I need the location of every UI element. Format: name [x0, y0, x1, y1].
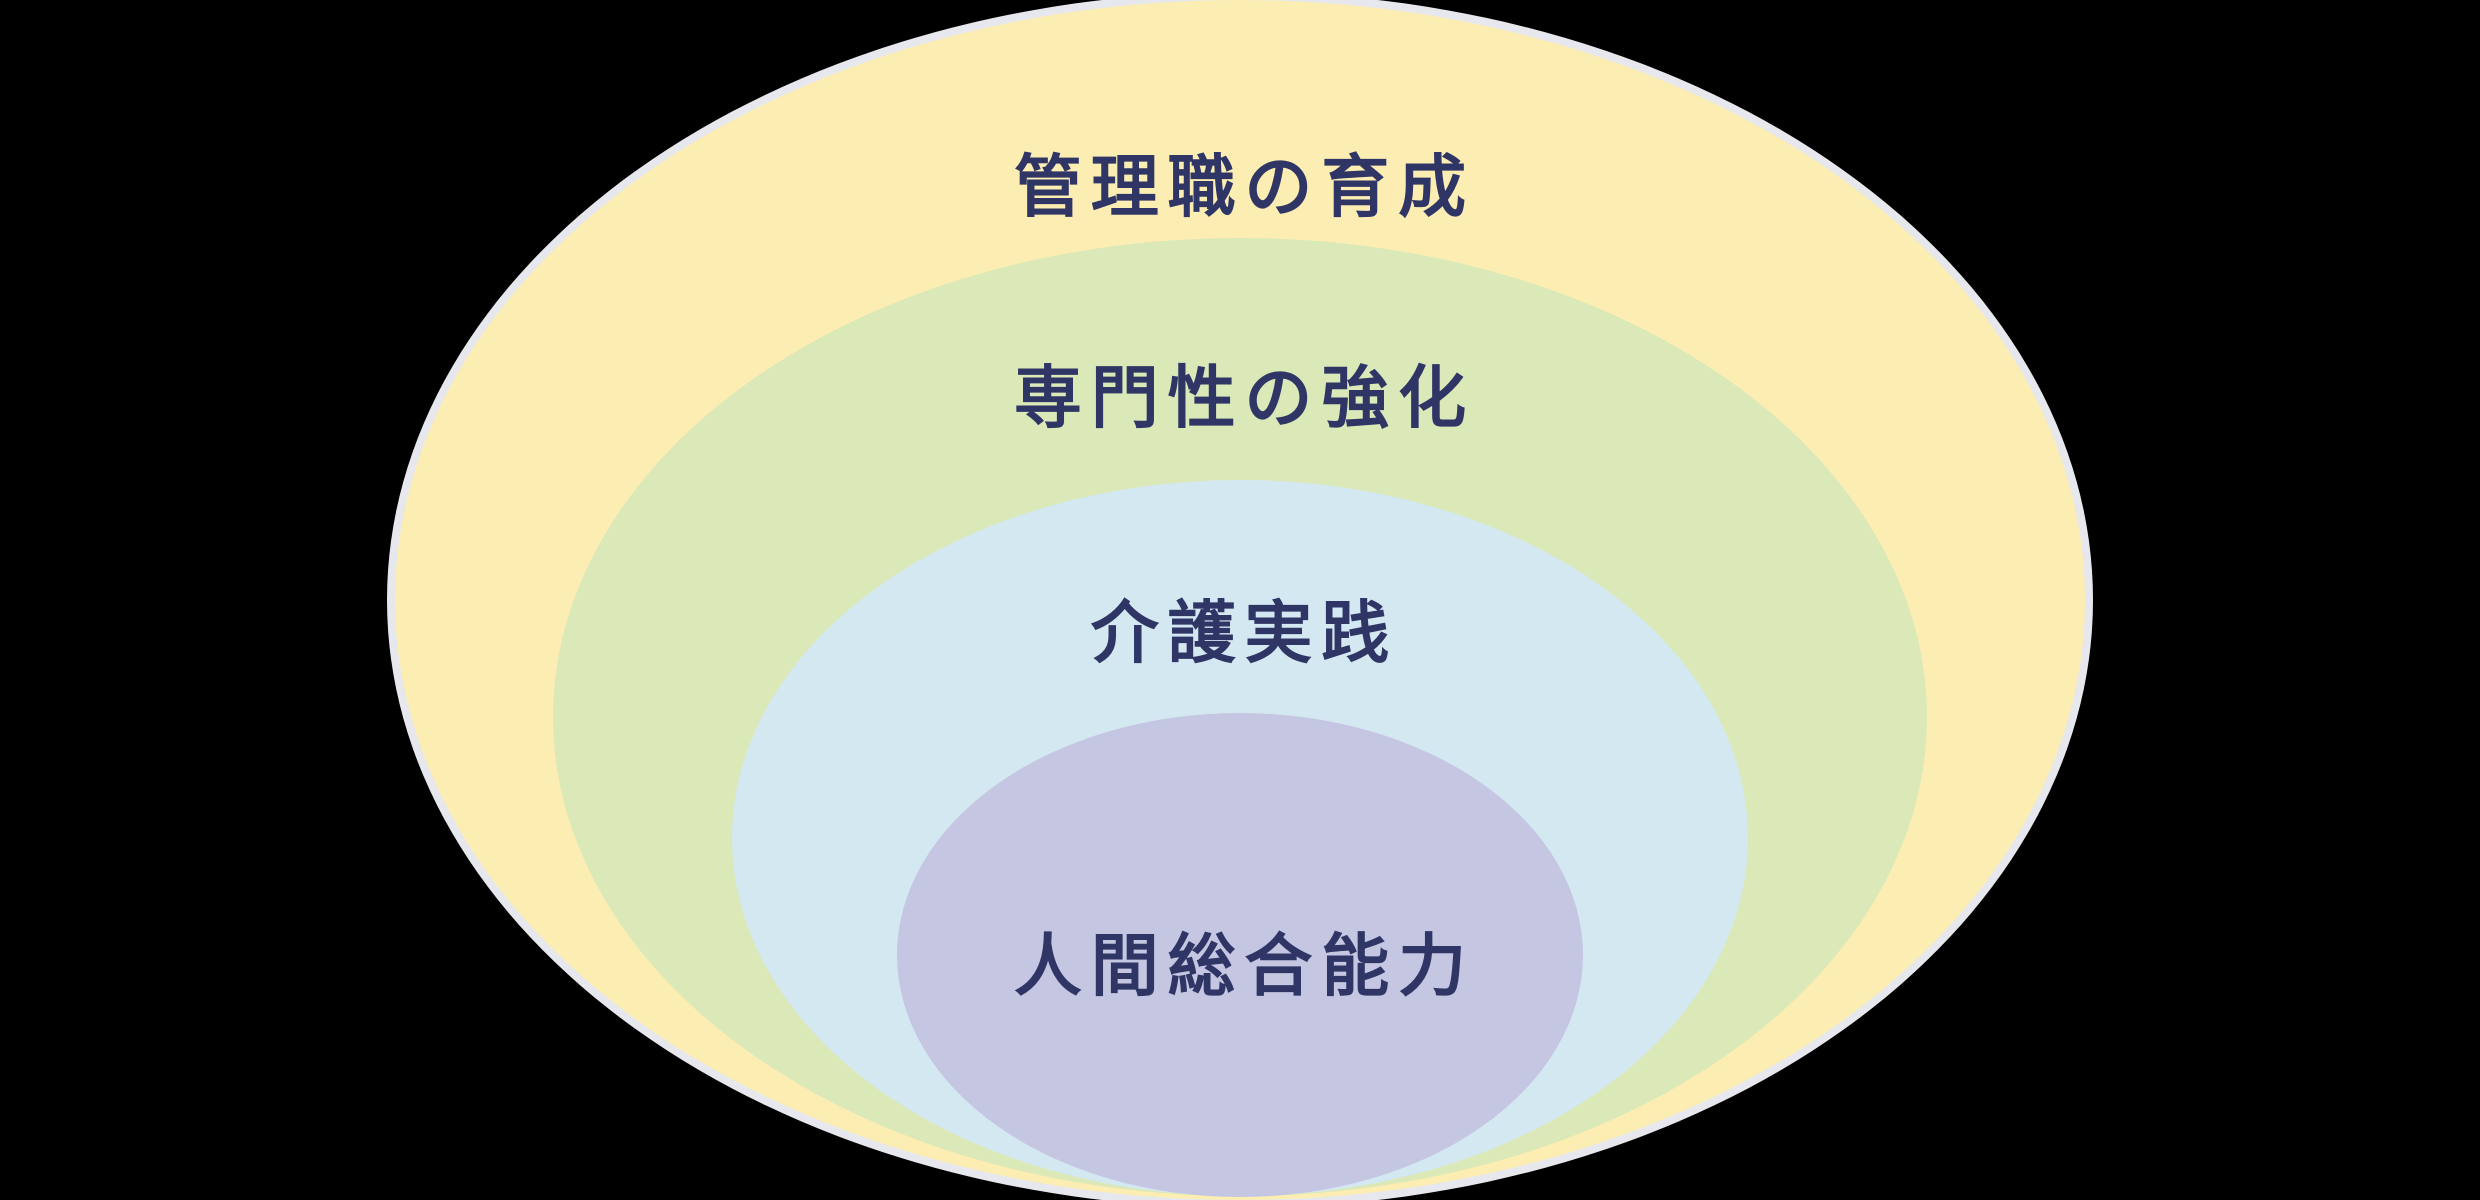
layer-label-care-practice: 介護実践 [1090, 595, 1399, 672]
layer-label-general-human-ability: 人間総合能力 [1013, 928, 1475, 1005]
layer-ellipse-general-human-ability [897, 713, 1583, 1197]
layer-label-management-development: 管理職の育成 [1013, 149, 1475, 226]
layer-label-expertise-strengthening: 専門性の強化 [1013, 360, 1475, 437]
